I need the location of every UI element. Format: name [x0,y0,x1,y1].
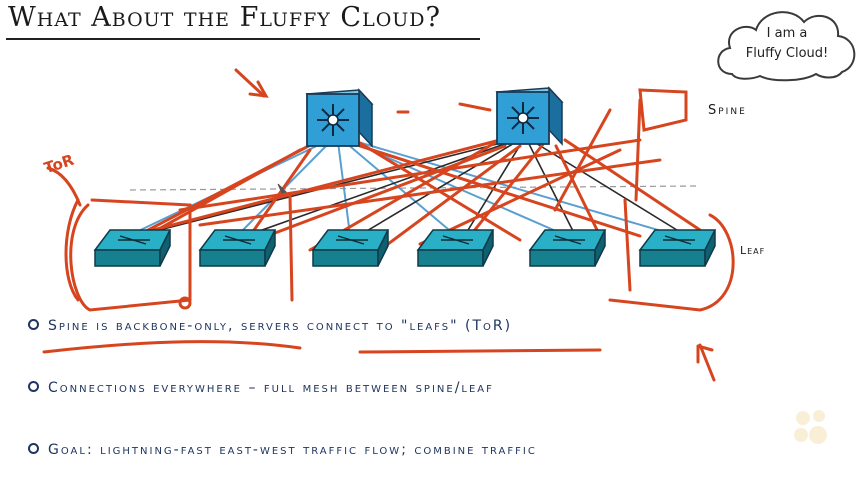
leaf-switch-6 [638,229,717,267]
leaf-switch-4 [416,229,495,267]
leaf-switch-3 [311,229,390,267]
bullet-2: Connections everywhere – full mesh betwe… [28,380,494,396]
cloud-icon [717,11,856,82]
spine-switch-left [305,88,374,148]
leaf-switch-1 [93,229,172,267]
leaf-switch-5 [528,229,607,267]
leaf-switch-2 [198,229,277,267]
bullet-2-text: Connections everywhere – full mesh betwe… [48,380,494,396]
title-underline [6,38,480,40]
leaf-label: Leaf [740,244,766,257]
cloud-caption: I am a Fluffy Cloud! [722,24,852,64]
bullet-1-text: Spine is backbone-only, servers connect … [48,318,513,334]
cursor-icon [277,183,287,194]
bullet-dot [28,318,39,330]
slide-title: What About the Fluffy Cloud? [8,2,442,33]
spine-switch-right [495,86,564,146]
watermark-logo-icon [794,410,827,444]
spine-label: Spine [708,103,747,118]
cloud-line-2: Fluffy Cloud! [745,46,829,61]
bullet-1: Spine is backbone-only, servers connect … [28,318,512,334]
bullet-3-text: Goal: lightning-fast east-west traffic f… [48,442,537,458]
bullet-dot [28,442,39,454]
bullet-dot [28,380,39,392]
bullet-3: Goal: lightning-fast east-west traffic f… [28,442,537,458]
cloud-line-1: I am a [766,26,808,41]
